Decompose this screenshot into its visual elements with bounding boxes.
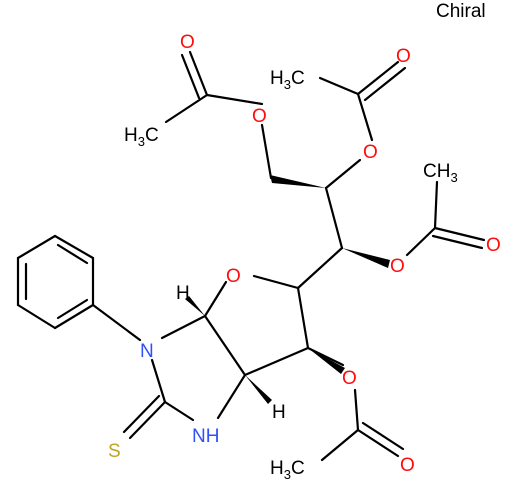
mid-carbonyl-oxygen: O <box>486 235 501 256</box>
top-stereo-hydrogen: H <box>176 283 190 304</box>
phenyl-nitrogen: N <box>140 341 154 362</box>
bottom-ester-oxygen: O <box>342 368 357 389</box>
methyl-top-left: H3C <box>124 125 159 149</box>
top2-carbonyl-oxygen: O <box>396 46 411 67</box>
ring-oxygen: O <box>226 266 241 287</box>
mid-ester-oxygen: O <box>390 256 405 277</box>
atom-labels: O O O O O O O O O N NH S H H <box>108 32 501 476</box>
methyl-labels: H3C H3C CH3 H3C <box>124 68 458 479</box>
chiral-flag: Chiral <box>436 1 486 22</box>
stereo-bonds <box>185 175 390 404</box>
furanose-ring <box>203 274 310 377</box>
thione-sulfur: S <box>108 441 121 462</box>
imidazolidine-ring <box>91 303 247 440</box>
top-carbonyl-oxygen: O <box>180 32 195 53</box>
ch2-ester-oxygen: O <box>252 106 267 127</box>
methyl-top-middle: H3C <box>270 68 305 92</box>
bottom-stereo-hydrogen: H <box>272 402 286 423</box>
top-ester-oxygen: O <box>363 142 378 163</box>
nh-nitrogen: NH <box>192 426 219 447</box>
methyl-right: CH3 <box>423 161 458 185</box>
side-chain <box>164 50 486 462</box>
phenyl-ring <box>16 234 95 330</box>
bottom-carbonyl-oxygen: O <box>400 455 415 476</box>
methyl-bottom: H3C <box>270 458 305 479</box>
